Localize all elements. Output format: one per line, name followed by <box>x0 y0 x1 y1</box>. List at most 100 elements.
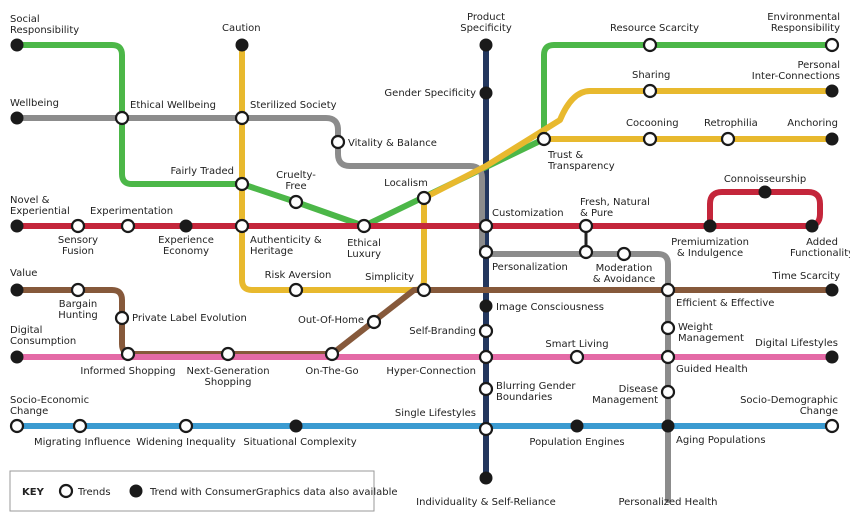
station-wellbeing[interactable] <box>10 111 24 125</box>
station-self-branding[interactable] <box>478 323 494 339</box>
station-private-label[interactable] <box>114 310 130 326</box>
label-fresh-natural-pure: Fresh, Natural& Pure <box>580 197 650 219</box>
label-customization: Customization <box>492 208 564 219</box>
station-blurring-gender[interactable] <box>478 381 494 397</box>
station-digital-consumption[interactable] <box>10 350 24 364</box>
station-localism[interactable] <box>416 190 432 206</box>
label-guided-health: Guided Health <box>676 364 748 375</box>
station-socio-economic-change[interactable] <box>9 418 25 434</box>
station-cruelty-free[interactable] <box>288 194 304 210</box>
station-vitality-balance[interactable] <box>330 134 346 150</box>
label-hyper-connection: Hyper-Connection <box>386 366 476 377</box>
label-single-lifestyles: Single Lifestyles <box>395 408 476 419</box>
station-digital-lifestyles[interactable] <box>825 350 839 364</box>
station-personalization[interactable] <box>478 244 494 260</box>
label-individuality: Individuality & Self-Reliance <box>416 497 556 508</box>
label-personalized-health: Personalized Health <box>618 497 717 508</box>
station-sensory-fusion[interactable] <box>70 218 86 234</box>
label-ethical-wellbeing: Ethical Wellbeing <box>130 100 216 111</box>
station-moderation-avoidance[interactable] <box>616 246 632 262</box>
station-population-engines[interactable] <box>570 419 584 433</box>
label-fairly-traded: Fairly Traded <box>171 166 234 177</box>
station-product-specificity[interactable] <box>479 38 493 52</box>
label-resource-scarcity: Resource Scarcity <box>610 23 699 34</box>
label-wellbeing: Wellbeing <box>10 98 59 109</box>
station-cocooning[interactable] <box>642 131 658 147</box>
red-loop <box>707 189 823 229</box>
station-weight-management[interactable] <box>660 320 676 336</box>
station-smart-living[interactable] <box>569 349 585 365</box>
station-novel-experiential[interactable] <box>10 219 24 233</box>
station-single-lifestyles[interactable] <box>478 421 494 437</box>
station-caution[interactable] <box>235 38 249 52</box>
key-legend: KEY Trends Trend with ConsumerGraphics d… <box>9 470 398 512</box>
label-aging-populations: Aging Populations <box>676 435 766 446</box>
station-value[interactable] <box>10 283 24 297</box>
station-hyper-connection[interactable] <box>478 349 494 365</box>
station-connoisseurship[interactable] <box>758 185 772 199</box>
station-environmental-responsibility[interactable] <box>824 37 840 53</box>
label-self-branding: Self-Branding <box>409 326 476 337</box>
station-anchoring[interactable] <box>825 132 839 146</box>
label-cocooning: Cocooning <box>626 118 679 129</box>
label-sterilized-society: Sterilized Society <box>250 100 337 111</box>
label-digital-lifestyles: Digital Lifestyles <box>755 338 838 349</box>
station-retrophilia[interactable] <box>720 131 736 147</box>
label-simplicity: Simplicity <box>365 272 414 283</box>
station-image-consciousness[interactable] <box>479 299 493 313</box>
station-time-scarcity[interactable] <box>825 283 839 297</box>
label-localism: Localism <box>384 178 428 189</box>
station-socio-demographic-change[interactable] <box>824 418 840 434</box>
label-out-of-home: Out-Of-Home <box>298 315 364 326</box>
station-aging-populations[interactable] <box>661 419 675 433</box>
station-customization[interactable] <box>478 218 494 234</box>
label-migrating-influence: Migrating Influence <box>34 437 131 448</box>
label-time-scarcity: Time Scarcity <box>771 271 840 282</box>
station-simplicity[interactable] <box>416 282 432 298</box>
station-sterilized-society[interactable] <box>234 110 250 126</box>
station-migrating-influence[interactable] <box>72 418 88 434</box>
station-experimentation[interactable] <box>120 218 136 234</box>
station-fresh-natural-pure[interactable] <box>578 218 594 234</box>
station-risk-aversion[interactable] <box>288 282 304 298</box>
station-next-gen-shopping[interactable] <box>220 346 236 362</box>
station-authenticity-heritage[interactable] <box>234 218 250 234</box>
station-fresh-natural-pure-lower[interactable] <box>578 244 594 260</box>
label-authenticity-heritage: Authenticity &Heritage <box>250 235 322 257</box>
station-premiumization[interactable] <box>703 219 717 233</box>
label-retrophilia: Retrophilia <box>704 118 758 129</box>
station-on-the-go[interactable] <box>324 346 340 362</box>
station-gender-specificity[interactable] <box>479 86 493 100</box>
station-ethical-wellbeing[interactable] <box>114 110 130 126</box>
station-guided-health[interactable] <box>660 349 676 365</box>
station-added-functionality[interactable] <box>805 219 819 233</box>
station-social-responsibility[interactable] <box>10 38 24 52</box>
station-bargain-hunting[interactable] <box>70 282 86 298</box>
station-personal-interconnections[interactable] <box>825 84 839 98</box>
station-situational-complexity[interactable] <box>289 419 303 433</box>
station-sharing[interactable] <box>642 83 658 99</box>
label-personalization: Personalization <box>492 262 568 273</box>
label-caution: Caution <box>222 23 261 34</box>
station-individuality[interactable] <box>479 471 493 485</box>
station-experience-economy[interactable] <box>179 219 193 233</box>
label-vitality-balance: Vitality & Balance <box>348 138 437 149</box>
station-ethical-luxury[interactable] <box>356 218 372 234</box>
station-out-of-home[interactable] <box>366 314 382 330</box>
station-informed-shopping[interactable] <box>120 346 136 362</box>
label-efficient-effective: Efficient & Effective <box>676 298 774 309</box>
station-fairly-traded[interactable] <box>234 176 250 192</box>
lines <box>14 42 835 503</box>
station-resource-scarcity[interactable] <box>642 37 658 53</box>
station-efficient-effective[interactable] <box>660 282 676 298</box>
station-trust-transparency[interactable] <box>536 131 552 147</box>
station-disease-management[interactable] <box>660 384 676 400</box>
station-widening-inequality[interactable] <box>178 418 194 434</box>
